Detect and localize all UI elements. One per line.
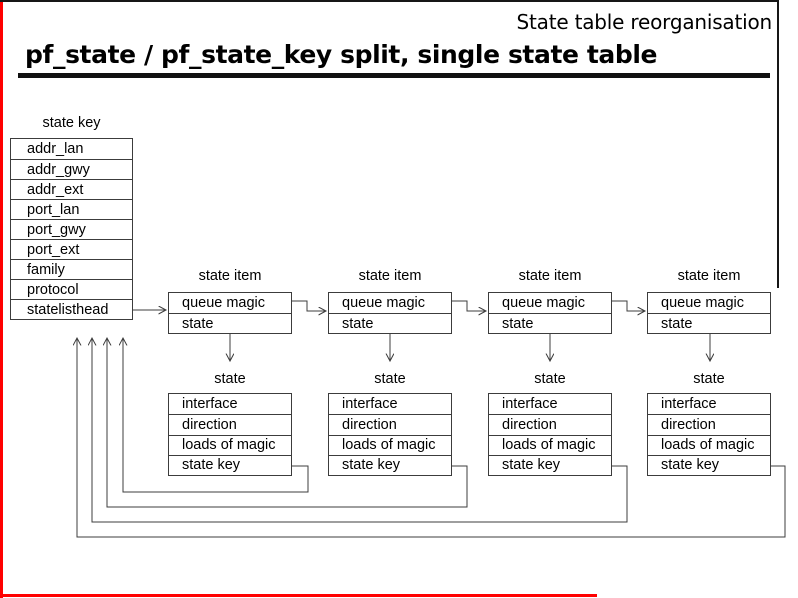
state-key-row-port_gwy: port_gwy	[11, 219, 132, 239]
state-label-2: state	[374, 371, 406, 387]
state-row-state-key: state key	[648, 454, 770, 475]
state-item-row-state: state	[489, 313, 611, 333]
state-key-row-statelisthead: statelisthead	[11, 299, 132, 319]
state-key-row-addr_gwy: addr_gwy	[11, 159, 132, 179]
title-underline	[18, 73, 770, 78]
state-key-row-port_lan: port_lan	[11, 199, 132, 219]
state-key-row-family: family	[11, 259, 132, 279]
left-red-bar	[0, 0, 3, 598]
state-item-row-state: state	[648, 313, 770, 333]
state-item-box-2: queue magic state	[328, 292, 452, 334]
link-item2-to-item3	[452, 300, 486, 311]
bottom-red-bar	[0, 594, 597, 597]
state-item-row-queue-magic: queue magic	[661, 295, 745, 311]
state-row-direction: direction	[648, 414, 770, 434]
state-row-direction: direction	[489, 414, 611, 434]
state-box-2: interface direction loads of magic state…	[328, 393, 452, 476]
state-key-label: state key	[42, 115, 101, 131]
state-box-1: interface direction loads of magic state…	[168, 393, 292, 476]
slide-title: pf_state / pf_state_key split, single st…	[25, 40, 658, 69]
state-row-loads-of-magic: loads of magic	[169, 434, 291, 455]
state-item-row-state: state	[329, 313, 451, 333]
state-item-row-queue-magic: queue magic	[342, 295, 426, 311]
state-box-3: interface direction loads of magic state…	[488, 393, 612, 476]
state-item-box-3: queue magic state	[488, 292, 612, 334]
state-key-row-protocol: protocol	[11, 279, 132, 299]
state-row-interface: interface	[502, 396, 558, 413]
state-box-4: interface direction loads of magic state…	[647, 393, 771, 476]
link-item1-to-item2	[292, 300, 326, 311]
state-row-interface: interface	[661, 396, 717, 413]
state-row-loads-of-magic: loads of magic	[648, 434, 770, 455]
state-row-state-key: state key	[489, 454, 611, 475]
state-label-3: state	[534, 371, 566, 387]
top-black-rule	[0, 0, 778, 2]
state-label-1: state	[214, 371, 246, 387]
state-item-box-1: queue magic state	[168, 292, 292, 334]
state-item-label-1: state item	[198, 268, 262, 284]
state-item-row-queue-magic: queue magic	[182, 295, 266, 311]
state-row-interface: interface	[182, 396, 238, 413]
state-row-loads-of-magic: loads of magic	[489, 434, 611, 455]
state-row-direction: direction	[169, 414, 291, 434]
link-item3-to-item4	[612, 300, 645, 311]
state-row-state-key: state key	[329, 454, 451, 475]
state-row-interface: interface	[342, 396, 398, 413]
state-row-direction: direction	[329, 414, 451, 434]
state-row-state-key: state key	[169, 454, 291, 475]
state-key-row-port_ext: port_ext	[11, 239, 132, 259]
state-key-row-addr_lan: addr_lan	[27, 141, 84, 157]
state-item-row-state: state	[169, 313, 291, 333]
state-item-label-2: state item	[358, 268, 422, 284]
state-key-row-addr_ext: addr_ext	[11, 179, 132, 199]
slide-corner-title: State table reorganisation	[516, 10, 773, 34]
state-item-box-4: queue magic state	[647, 292, 771, 334]
state-row-loads-of-magic: loads of magic	[329, 434, 451, 455]
right-black-rule	[777, 0, 779, 288]
state-item-row-queue-magic: queue magic	[502, 295, 586, 311]
state-label-4: state	[693, 371, 725, 387]
state-item-label-4: state item	[677, 268, 741, 284]
state-key-table: addr_lan addr_gwy addr_ext port_lan port…	[10, 138, 133, 320]
state-item-label-3: state item	[518, 268, 582, 284]
